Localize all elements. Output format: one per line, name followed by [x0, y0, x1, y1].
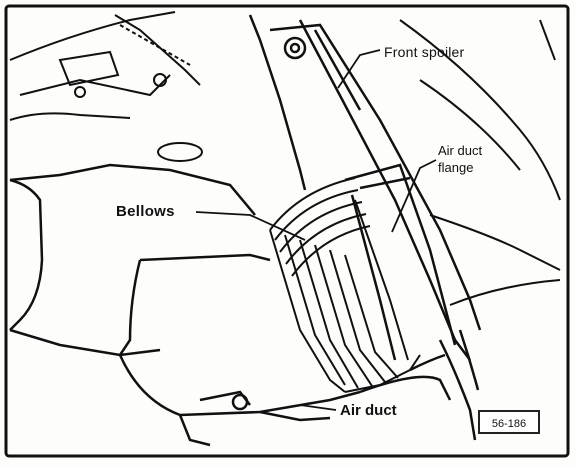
- upper-left-body-detail: [9, 11, 201, 121]
- leader-lines: [195, 49, 437, 411]
- label-front-spoiler: Front spoiler: [384, 44, 465, 60]
- label-bellows: Bellows: [116, 203, 175, 220]
- bellows-part: [269, 177, 421, 393]
- label-air-duct-flange-line2: flange: [438, 160, 474, 175]
- oval-opening: [157, 142, 203, 162]
- label-air-duct-flange: Air duct flange: [438, 142, 482, 176]
- leader-front-spoiler: [337, 49, 381, 89]
- leader-air-duct-flange: [391, 159, 437, 233]
- label-air-duct: Air duct: [340, 402, 397, 419]
- leader-air-duct: [299, 404, 337, 411]
- air-duct-part: [118, 353, 452, 447]
- front-spoiler-part: [248, 14, 482, 441]
- right-body-curves: [399, 19, 561, 306]
- figure-code-box: 56-186: [478, 410, 540, 434]
- label-air-duct-flange-line1: Air duct: [438, 143, 483, 158]
- leader-bellows: [195, 211, 306, 241]
- air-duct-flange: [344, 163, 457, 361]
- body-panel: [9, 163, 271, 357]
- figure-border: [4, 4, 570, 458]
